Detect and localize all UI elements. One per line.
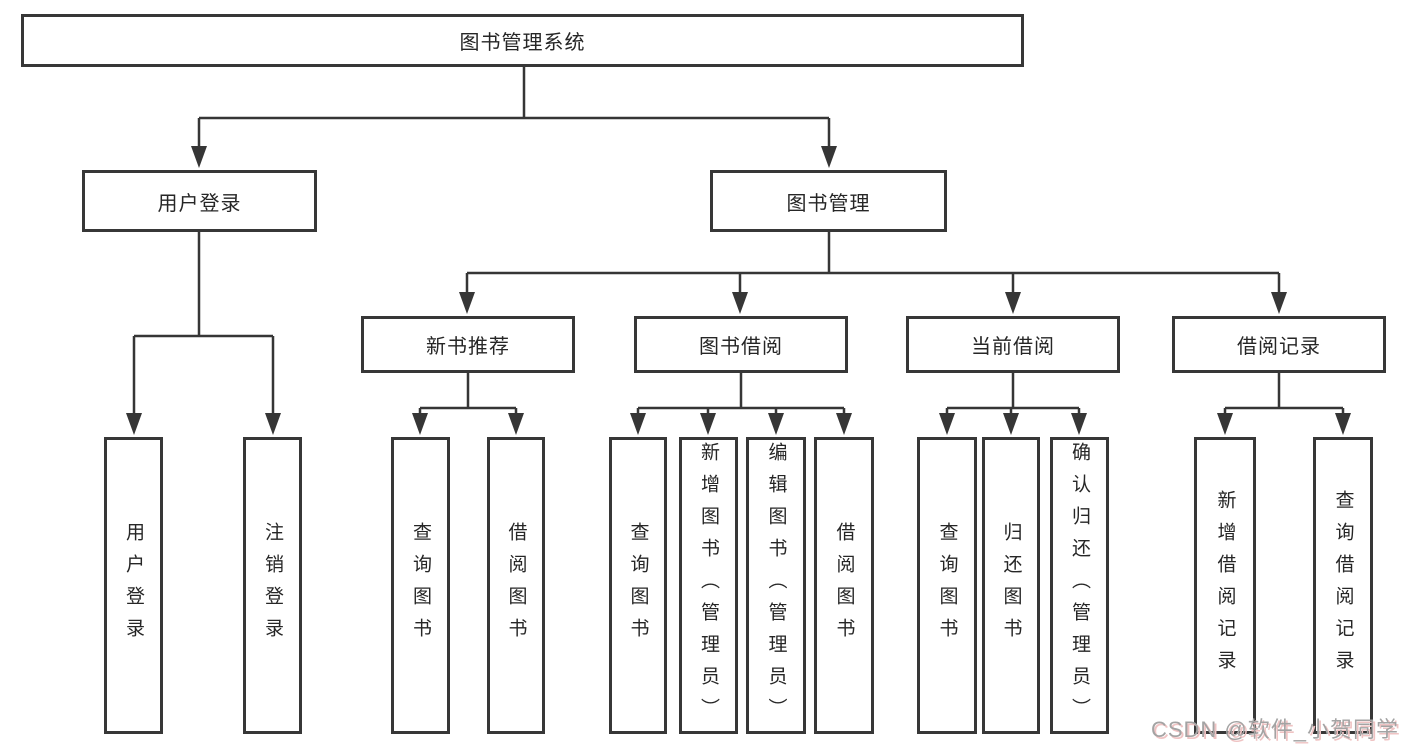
leaf-borrow-books-recommend: 借阅图书 [487,437,545,734]
node-user-login: 用户登录 [82,170,317,232]
node-user-login-label: 用户登录 [157,192,242,215]
leaf-add-borrow-record-label: 新增借阅记录 [1214,489,1236,682]
leaf-add-book-admin: 新增图书（管理员） [679,437,738,734]
leaf-edit-book-admin-label: 编辑图书（管理员） [765,441,787,730]
leaf-query-books-borrowing: 查询图书 [609,437,667,734]
node-root-system-label: 图书管理系统 [459,32,586,54]
node-new-book-recommendation: 新书推荐 [361,316,575,373]
leaf-confirm-return-admin: 确认归还（管理员） [1050,437,1109,734]
leaf-add-book-admin-label: 新增图书（管理员） [698,441,719,730]
node-borrowing-records: 借阅记录 [1172,316,1386,373]
node-book-borrowing-label: 图书借阅 [699,336,783,358]
node-book-borrowing: 图书借阅 [634,316,848,373]
leaf-query-borrow-record-label: 查询借阅记录 [1332,489,1354,682]
node-borrowing-records-label: 借阅记录 [1237,336,1321,358]
leaf-borrow-books-label: 借阅图书 [833,521,855,650]
leaf-query-books-current-label: 查询图书 [936,521,958,650]
node-new-book-recommendation-label: 新书推荐 [426,336,510,358]
leaf-user-login-label: 用户登录 [123,521,144,650]
leaf-edit-book-admin: 编辑图书（管理员） [746,437,806,734]
leaf-query-books-recommend-label: 查询图书 [410,521,431,650]
leaf-user-login: 用户登录 [104,437,163,734]
leaf-query-books-current: 查询图书 [917,437,977,734]
leaf-query-books-borrowing-label: 查询图书 [627,521,649,650]
connector-elbows [132,67,1345,417]
leaf-confirm-return-admin-label: 确认归还（管理员） [1069,441,1090,730]
leaf-query-borrow-record: 查询借阅记录 [1313,437,1373,734]
node-book-management-label: 图书管理 [786,192,871,215]
node-current-borrowing-label: 当前借阅 [971,336,1055,358]
leaf-return-book-label: 归还图书 [1000,521,1022,650]
csdn-watermark: CSDN @软件_小贺同学 [1150,717,1399,742]
leaf-return-book: 归还图书 [982,437,1040,734]
leaf-add-borrow-record: 新增借阅记录 [1194,437,1256,734]
leaf-logout: 注销登录 [243,437,302,734]
leaf-logout-label: 注销登录 [262,521,283,650]
leaf-borrow-books-recommend-label: 借阅图书 [505,521,527,650]
leaf-borrow-books: 借阅图书 [814,437,874,734]
leaf-query-books-recommend: 查询图书 [391,437,450,734]
node-current-borrowing: 当前借阅 [906,316,1120,373]
node-root-system: 图书管理系统 [21,14,1024,67]
node-book-management: 图书管理 [710,170,947,232]
